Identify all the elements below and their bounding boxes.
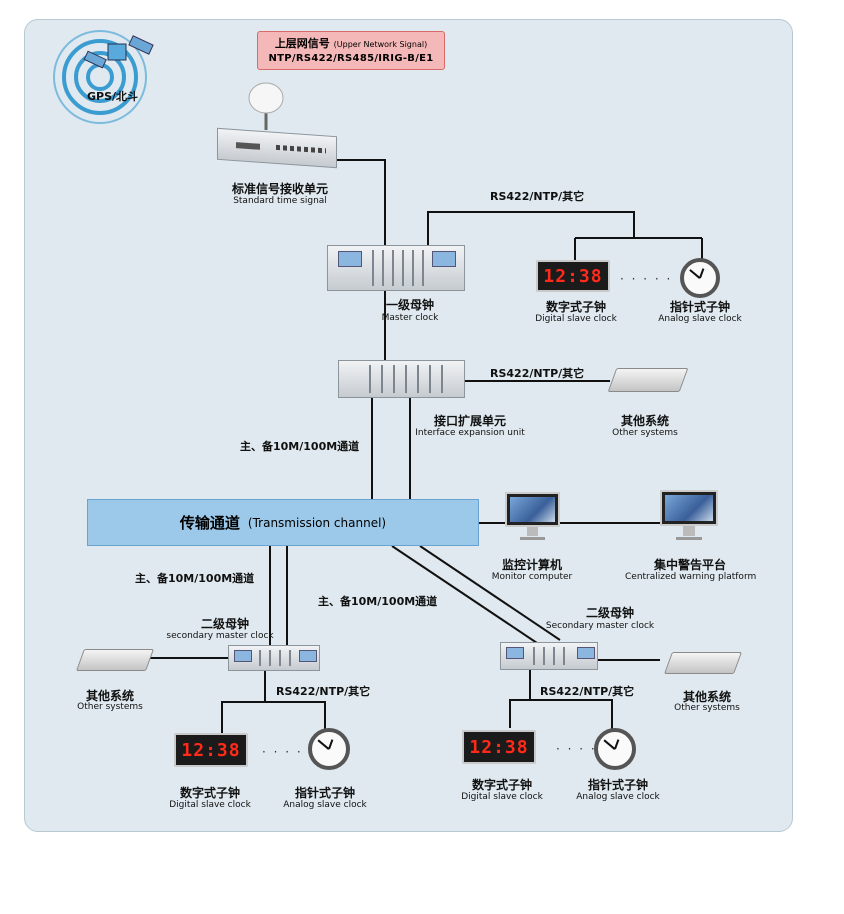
line-master-slaves — [427, 211, 635, 250]
other-systems-top-en: Other systems — [612, 428, 678, 438]
master-label-en: Master clock — [381, 313, 439, 323]
upper-signal-title: 上层网信号 — [274, 37, 330, 50]
gps-antenna-icon — [248, 82, 284, 130]
secondary-left-en: secondary master clock — [166, 631, 274, 641]
line-channel-secondary-right-a — [391, 545, 541, 646]
other-systems-device-top — [607, 368, 689, 392]
other-systems-right-zh: 其他系统 — [682, 690, 731, 704]
ellipsis-right: · · · · · — [556, 742, 609, 756]
secondary-left-device — [228, 645, 320, 671]
transmission-channel: 传输通道 (Transmission channel) — [87, 499, 479, 546]
analog-clock-top-zh: 指针式子钟 — [669, 300, 730, 314]
warning-platform-icon — [660, 490, 718, 540]
ellipsis-left: · · · · · — [262, 745, 315, 759]
analog-clock-left-en: Analog slave clock — [283, 800, 367, 810]
other-systems-device-left — [75, 649, 155, 671]
analog-clock-icon-top — [680, 258, 720, 298]
digital-clock-right-en: Digital slave clock — [461, 792, 543, 802]
warning-label-en: Centralized warning platform — [625, 572, 757, 582]
expansion-label-zh: 接口扩展单元 — [433, 414, 506, 428]
monitor-computer-icon — [505, 492, 560, 540]
diagram-panel — [24, 19, 793, 832]
secondary-left-zh: 二级母钟 — [200, 617, 249, 631]
analog-clock-top-en: Analog slave clock — [658, 314, 742, 324]
other-systems-right-en: Other systems — [674, 703, 740, 713]
analog-clock-right-en: Analog slave clock — [576, 792, 660, 802]
transmission-en: (Transmission channel) — [247, 515, 387, 530]
other-systems-left-en: Other systems — [77, 702, 143, 712]
secondary-right-en: Secondary master clock — [545, 621, 655, 631]
receiver-label-zh: 标准信号接收单元 — [231, 182, 328, 196]
link-secondary-right: RS422/NTP/其它 — [540, 685, 635, 698]
monitor-label-en: Monitor computer — [491, 572, 573, 582]
monitor-label-zh: 监控计算机 — [501, 558, 562, 572]
master-clock-device — [327, 245, 465, 291]
link-secondary-left: RS422/NTP/其它 — [276, 685, 371, 698]
satellite-icon — [83, 35, 154, 69]
analog-clock-icon-left — [308, 728, 350, 770]
channel-link-right: 主、备10M/100M通道 — [318, 595, 438, 608]
secondary-right-device — [500, 642, 598, 670]
upper-signal-title-en: (Upper Network Signal) — [333, 40, 428, 49]
analog-clock-left-zh: 指针式子钟 — [294, 786, 355, 800]
digital-clock-top: 12:38 — [536, 260, 610, 292]
expansion-unit-device — [338, 360, 465, 398]
digital-clock-left-zh: 数字式子钟 — [179, 786, 240, 800]
line-secondary-left-slaves — [221, 670, 266, 738]
channel-link-top: 主、备10M/100M通道 — [240, 440, 360, 453]
link-mid-label: RS422/NTP/其它 — [490, 367, 585, 380]
ellipsis-top: · · · · · — [620, 272, 673, 286]
digital-clock-right: 12:38 — [462, 730, 536, 764]
digital-clock-right-zh: 数字式子钟 — [471, 778, 532, 792]
expansion-label-en: Interface expansion unit — [415, 428, 525, 438]
analog-clock-right-zh: 指针式子钟 — [587, 778, 648, 792]
other-systems-top-zh: 其他系统 — [620, 414, 669, 428]
digital-clock-left-en: Digital slave clock — [169, 800, 251, 810]
upper-network-signal-box: 上层网信号 (Upper Network Signal) NTP/RS422/R… — [257, 31, 445, 70]
upper-signal-protocols: NTP/RS422/RS485/IRIG-B/E1 — [268, 53, 434, 64]
warning-label-zh: 集中警告平台 — [653, 558, 726, 572]
gps-label: GPS/北斗 — [87, 90, 139, 103]
receiver-label-en: Standard time signal — [233, 196, 327, 206]
transmission-zh: 传输通道 — [179, 514, 240, 532]
digital-clock-top-en: Digital slave clock — [535, 314, 617, 324]
other-systems-device-right — [663, 652, 743, 674]
analog-clock-icon-right — [594, 728, 636, 770]
secondary-right-zh: 二级母钟 — [585, 606, 634, 620]
link-top-label: RS422/NTP/其它 — [490, 190, 585, 203]
digital-clock-left: 12:38 — [174, 733, 248, 767]
digital-clock-top-zh: 数字式子钟 — [545, 300, 606, 314]
channel-link-left: 主、备10M/100M通道 — [135, 572, 255, 585]
line-receiver-master — [335, 159, 386, 245]
master-label-zh: 一级母钟 — [385, 298, 434, 312]
other-systems-left-zh: 其他系统 — [85, 689, 134, 703]
